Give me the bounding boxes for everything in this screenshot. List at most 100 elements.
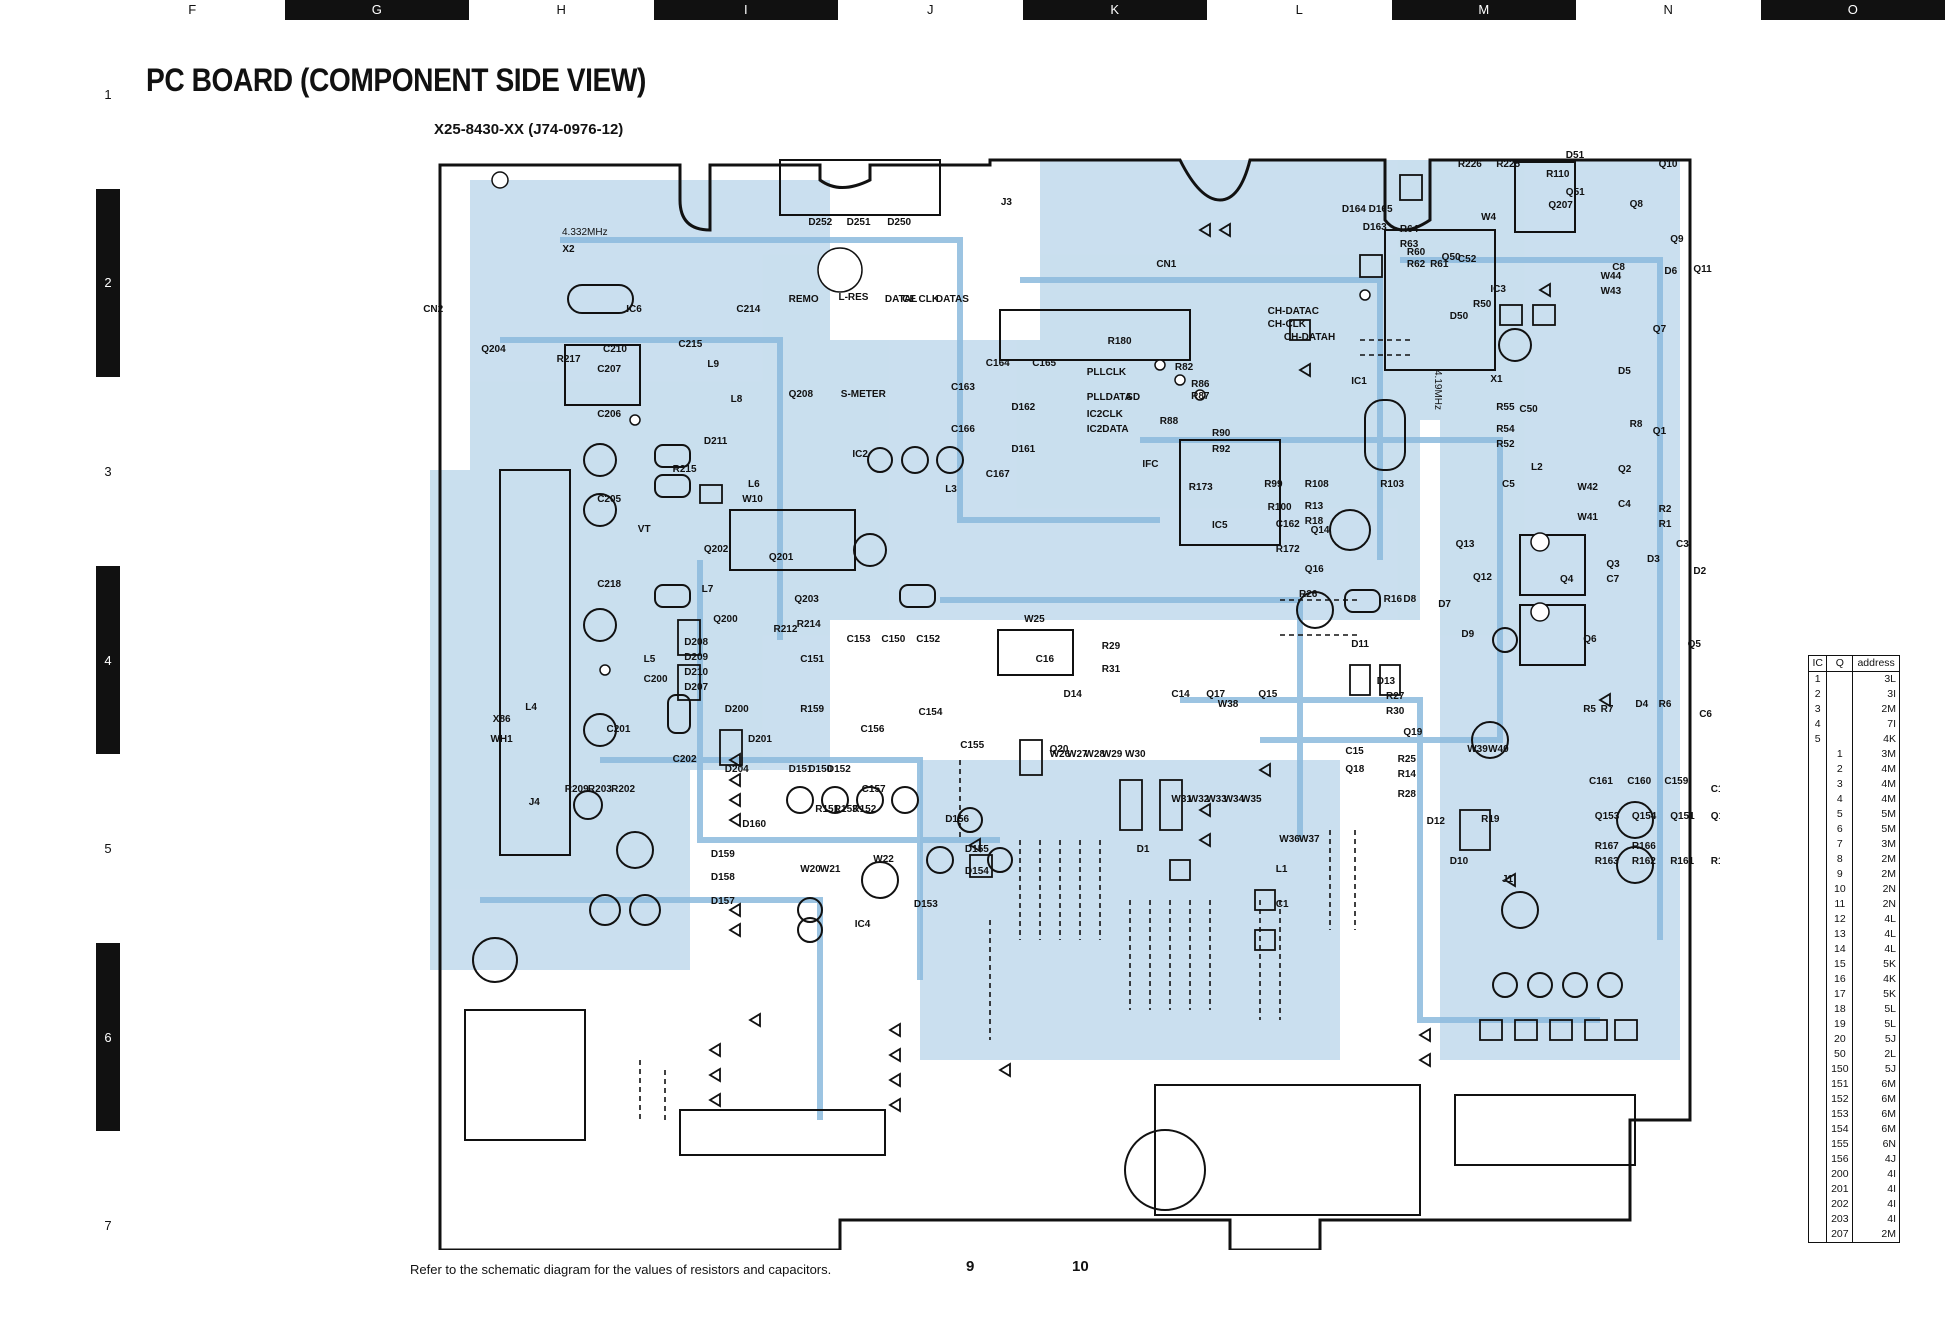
component-label: W21	[820, 864, 841, 875]
component-label: R103	[1380, 479, 1404, 490]
component-label: L5	[644, 654, 656, 665]
cell-q: 202	[1826, 1197, 1853, 1212]
crystal-x1-freq: 4.19MHz	[1432, 370, 1443, 410]
component-label: C151	[800, 654, 824, 665]
cell-q: 155	[1826, 1137, 1853, 1152]
cell-address: 5M	[1852, 807, 1900, 822]
component-label: R173	[1189, 482, 1213, 493]
cell-ic	[1807, 1137, 1827, 1152]
component-label: D7	[1438, 599, 1451, 610]
component-label: D161	[1011, 444, 1035, 455]
component-label: C8	[1612, 262, 1625, 273]
cell-address: 5J	[1852, 1032, 1900, 1047]
copper-traces	[480, 237, 1663, 1120]
page-number-left: 9	[966, 1258, 975, 1275]
component-label: IC2CLK	[1087, 409, 1124, 420]
component-label: R31	[1102, 664, 1121, 675]
ic2-body	[729, 509, 856, 571]
component-label: R153	[834, 804, 858, 815]
cell-q	[1826, 671, 1853, 687]
cell-address: 4K	[1852, 972, 1900, 987]
component-label: D252	[808, 217, 832, 228]
cell-address: 3M	[1852, 747, 1900, 762]
row-label-4: 4	[96, 565, 120, 755]
component-label: L6	[748, 479, 760, 490]
component-label: WH1	[490, 734, 513, 745]
q7-body	[1519, 534, 1586, 596]
component-label: Q202	[704, 544, 729, 555]
component-label: R166	[1632, 841, 1656, 852]
component-label: W31	[1171, 794, 1192, 805]
component-label: D163	[1363, 222, 1387, 233]
component-label: W38	[1218, 699, 1239, 710]
component-label: D13	[1377, 676, 1396, 687]
cell-address: 5L	[1852, 1017, 1900, 1032]
component-label: R162	[1632, 856, 1656, 867]
component-label: L1	[1276, 864, 1288, 875]
component-label: D4	[1635, 699, 1648, 710]
component-label: L7	[702, 584, 714, 595]
component-label: R167	[1595, 841, 1619, 852]
cn-edge-connector	[499, 469, 571, 856]
component-label: C14	[1171, 689, 1190, 700]
component-label: R64	[1400, 224, 1419, 235]
component-label: W41	[1577, 512, 1598, 523]
component-label: DATAL	[885, 294, 917, 305]
column-label-h: H	[556, 2, 566, 17]
cell-ic	[1807, 1062, 1827, 1077]
cell-q	[1826, 717, 1853, 732]
board-outline	[438, 158, 1692, 1250]
component-label: D14	[1064, 689, 1083, 700]
component-label: L8	[731, 394, 743, 405]
cell-ic	[1807, 1182, 1827, 1197]
page-title: PC BOARD (COMPONENT SIDE VIEW)	[146, 62, 646, 98]
jumper-wires	[639, 339, 1410, 1120]
component-label: W28	[1084, 749, 1105, 760]
component-label: R202	[611, 784, 635, 795]
component-label: D154	[965, 866, 989, 877]
ic4-body	[679, 1109, 886, 1156]
cell-ic	[1807, 1077, 1827, 1092]
component-label: C207	[597, 364, 621, 375]
component-label: J3	[1001, 197, 1013, 208]
ic5-body	[997, 629, 1074, 676]
cell-q: 1	[1826, 747, 1853, 762]
component-label: IC1	[1351, 376, 1367, 387]
footer-note: Refer to the schematic diagram for the v…	[410, 1262, 832, 1277]
component-label: C201	[606, 724, 630, 735]
component-label: CLK	[919, 294, 940, 305]
component-label: C16	[1036, 654, 1055, 665]
component-label: R55	[1496, 402, 1515, 413]
component-label: Q207	[1548, 200, 1573, 211]
d51-area	[1384, 229, 1496, 371]
cell-ic	[1807, 1212, 1827, 1227]
component-label: C155	[960, 740, 984, 751]
header-q: Q	[1826, 655, 1853, 672]
component-label: C152	[916, 634, 940, 645]
component-label: CN2	[423, 304, 443, 315]
cn1-body	[999, 309, 1191, 361]
component-label: R82	[1175, 362, 1194, 373]
cell-address: 3M	[1852, 837, 1900, 852]
component-label: C150	[881, 634, 905, 645]
component-label: R100	[1268, 502, 1292, 513]
cell-address: 2L	[1852, 1047, 1900, 1062]
component-label: R18	[1305, 516, 1324, 527]
component-label: R163	[1595, 856, 1619, 867]
cell-q: 3	[1826, 777, 1853, 792]
cell-address: 4L	[1852, 942, 1900, 957]
component-label: D12	[1427, 816, 1446, 827]
cell-ic	[1807, 792, 1827, 807]
component-label: C200	[644, 674, 668, 685]
component-label: R52	[1496, 439, 1515, 450]
component-label: C158	[1711, 784, 1720, 795]
component-label: D159	[711, 849, 735, 860]
